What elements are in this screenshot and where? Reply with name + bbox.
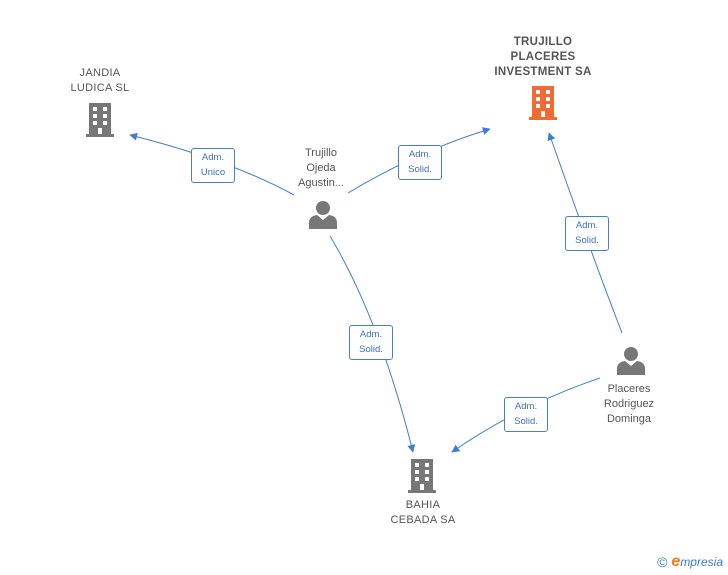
edge-label-adm-solid: Adm. Solid. [565,216,609,251]
brand-logo: empresia [671,553,723,570]
person-label-placeres-rodriguez[interactable]: Placeres Rodriguez Dominga [603,383,655,425]
edge-label-adm-solid: Adm. Solid. [349,325,393,360]
building-icon[interactable] [529,86,557,120]
edge-label-adm-solid: Adm. Solid. [504,397,548,432]
person-label-trujillo-ojeda[interactable]: Trujillo Ojeda Agustin... [298,147,344,189]
brand-footer: © empresia [657,553,723,571]
company-label-jandia[interactable]: JANDIA LUDICA SL [70,67,130,94]
copyright-icon: © [657,554,668,570]
person-icon[interactable] [617,347,645,375]
edge-label-adm-solid: Adm. Solid. [398,145,442,180]
edge-label-adm-unico: Adm. Unico [191,148,235,183]
company-label-bahia[interactable]: BAHIA CEBADA SA [390,499,456,526]
company-label-trujillo-placeres[interactable]: TRUJILLO PLACERES INVESTMENT SA [494,36,592,78]
person-icon[interactable] [309,201,337,229]
building-icon[interactable] [86,103,114,137]
building-icon[interactable] [408,459,436,493]
